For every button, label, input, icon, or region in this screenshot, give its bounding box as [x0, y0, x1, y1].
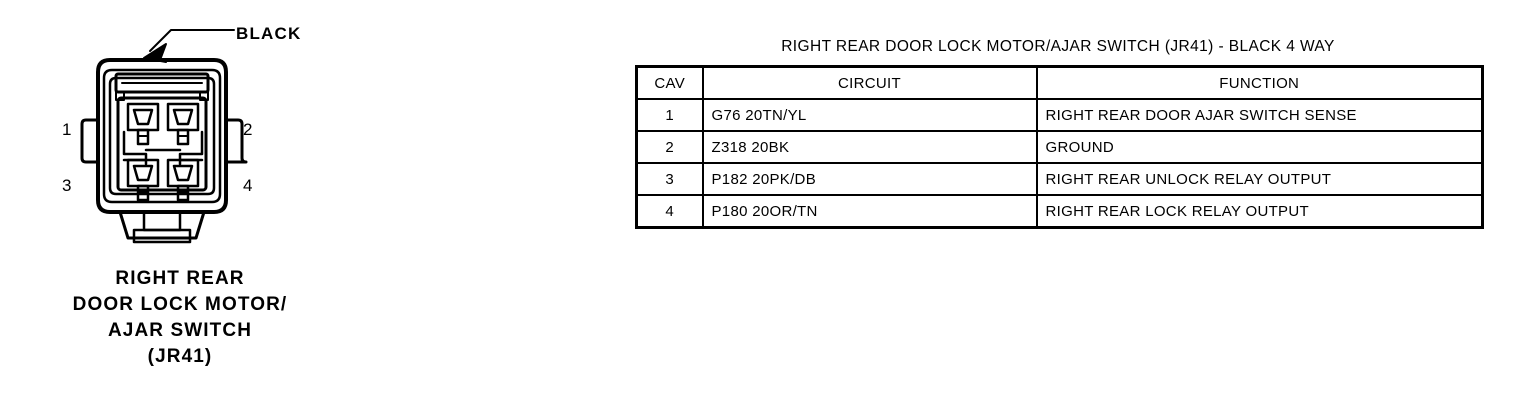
- connector-caption: RIGHT REAR DOOR LOCK MOTOR/ AJAR SWITCH …: [0, 266, 360, 370]
- cell-cav: 1: [635, 98, 704, 132]
- connector-bottom-foot: [118, 210, 206, 244]
- connector-outer-shell: [96, 58, 228, 214]
- caption-line-4: (JR41): [147, 346, 213, 367]
- column-header-circuit: CIRCUIT: [701, 65, 1038, 100]
- cell-circuit: P182 20PK/DB: [701, 162, 1038, 196]
- caption-line-2: DOOR LOCK MOTOR/: [72, 294, 288, 315]
- pin-number-1: 1: [62, 120, 72, 139]
- connector-color-callout-label: BLACK: [236, 24, 302, 43]
- table-row: 2 Z318 20BK GROUND: [635, 130, 1484, 164]
- pin-number-4: 4: [243, 176, 253, 195]
- table-row: 1 G76 20TN/YL RIGHT REAR DOOR AJAR SWITC…: [635, 98, 1484, 132]
- table-row: 3 P182 20PK/DB RIGHT REAR UNLOCK RELAY O…: [635, 162, 1484, 196]
- cell-cav: 3: [635, 162, 704, 196]
- column-header-cav: CAV: [635, 65, 704, 100]
- cell-circuit: Z318 20BK: [701, 130, 1038, 164]
- column-header-function: FUNCTION: [1035, 65, 1484, 100]
- cell-function: RIGHT REAR LOCK RELAY OUTPUT: [1035, 194, 1484, 229]
- connector-face-drawing: [80, 29, 248, 244]
- cell-function: RIGHT REAR DOOR AJAR SWITCH SENSE: [1035, 98, 1484, 132]
- connector-top-keyway: [114, 72, 210, 101]
- terminal-cavity-2: [166, 102, 200, 146]
- connector-illustration-panel: BLACK 1 2 3 4 RIGHT REAR DOOR LOCK MOTOR…: [0, 0, 360, 420]
- cell-cav: 2: [635, 130, 704, 164]
- cell-function: RIGHT REAR UNLOCK RELAY OUTPUT: [1035, 162, 1484, 196]
- pinout-table-title: RIGHT REAR DOOR LOCK MOTOR/AJAR SWITCH (…: [781, 38, 1335, 55]
- terminal-cavity-1: [126, 102, 160, 146]
- connector-shell-inner-2: [108, 76, 216, 196]
- pinout-table-panel: RIGHT REAR DOOR LOCK MOTOR/AJAR SWITCH (…: [635, 38, 1484, 229]
- pinout-table: CAV CIRCUIT FUNCTION 1 G76 20TN/YL RIGHT…: [635, 65, 1484, 229]
- caption-line-1: RIGHT REAR: [115, 268, 245, 289]
- caption-line-3: AJAR SWITCH: [107, 320, 253, 341]
- table-row: 4 P180 20OR/TN RIGHT REAR LOCK RELAY OUT…: [635, 194, 1484, 229]
- terminal-cavity-4: [166, 158, 200, 202]
- connector-right-tab: [224, 118, 248, 164]
- connector-shell-inner-1: [102, 68, 222, 204]
- connector-left-tab: [80, 118, 100, 164]
- pin-number-2: 2: [243, 120, 253, 139]
- cell-circuit: G76 20TN/YL: [701, 98, 1038, 132]
- black-callout-leader: [149, 29, 235, 52]
- terminal-cavity-plate: [116, 96, 208, 192]
- table-header-row: CAV CIRCUIT FUNCTION: [635, 65, 1484, 100]
- terminal-cavity-3: [126, 158, 160, 202]
- pin-number-3: 3: [62, 176, 72, 195]
- cell-circuit: P180 20OR/TN: [701, 194, 1038, 229]
- cell-function: GROUND: [1035, 130, 1484, 164]
- cell-cav: 4: [635, 194, 704, 229]
